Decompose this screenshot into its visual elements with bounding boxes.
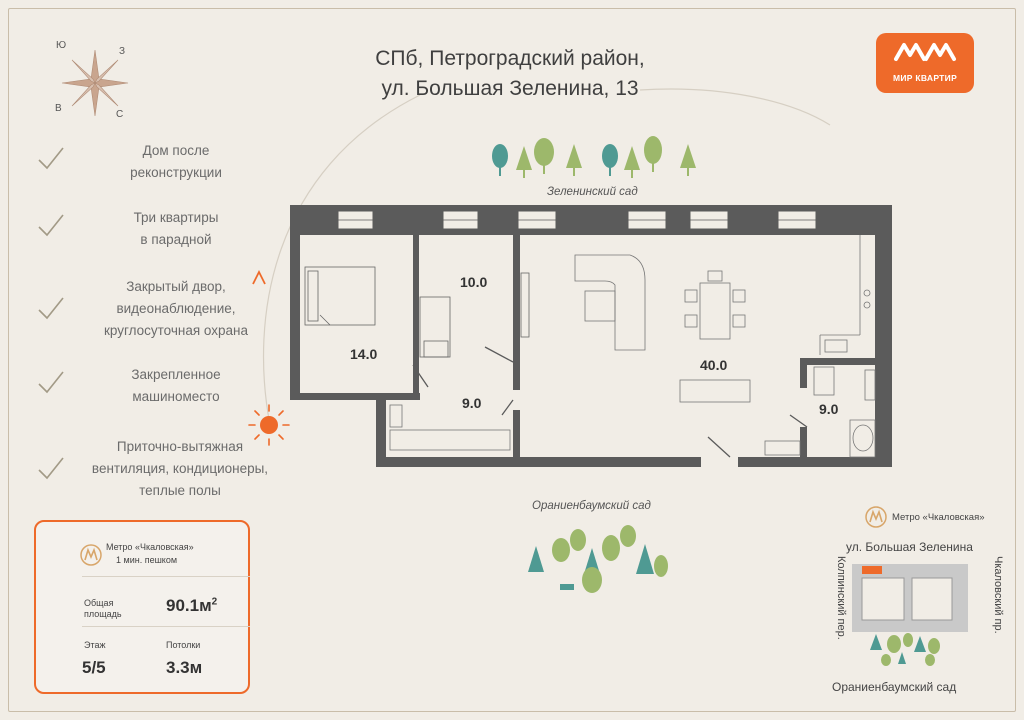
- map-metro-icon: [865, 506, 887, 528]
- map-metro-label: Метро «Чкаловская»: [892, 512, 985, 523]
- metro-icon: [80, 544, 102, 566]
- floor-value: 5/5: [82, 658, 106, 677]
- area-label: Общая: [84, 598, 114, 608]
- map-street-right: Чкаловский пр.: [992, 556, 1004, 634]
- feature-line: в парадной: [140, 232, 212, 247]
- logo-mark-icon: [894, 43, 956, 61]
- compass-west-label: В: [55, 103, 62, 114]
- feature-item-security: Закрытый двор, видеонаблюдение, круглосу…: [36, 276, 276, 338]
- checkmark-icon: [38, 214, 64, 237]
- room-area-bedroom: 14.0: [350, 346, 378, 362]
- feature-line: реконструкции: [130, 165, 222, 180]
- checkmark-icon: [38, 371, 64, 394]
- trees-bottom-icon: [528, 525, 668, 593]
- page-title: СПб, Петроградский район, ул. Большая Зе…: [330, 44, 690, 104]
- sun-icon: [248, 404, 290, 446]
- feature-item-parking: Закрепленное машиноместо: [36, 364, 276, 424]
- feature-item-three-apartments: Три квартиры в парадной: [36, 207, 276, 267]
- floor-label: Этаж: [84, 640, 106, 650]
- area-unit-sup: 2: [211, 596, 218, 608]
- room-area-hall: 9.0: [462, 395, 482, 411]
- room-area-study: 10.0: [460, 274, 488, 290]
- floor-plan: [290, 205, 892, 467]
- compass-south-label: С: [116, 109, 124, 120]
- map-street-top: ул. Большая Зеленина: [846, 540, 973, 554]
- area-value: 90.1м2: [166, 596, 217, 616]
- feature-line: Три квартиры: [133, 210, 219, 225]
- map-garden-label: Ораниенбаумский сад: [832, 680, 957, 694]
- map-street-left: Колпинский пер.: [835, 556, 847, 640]
- feature-line: машиноместо: [132, 389, 220, 404]
- compass-east-label: З: [119, 46, 126, 57]
- brand-logo: МИР КВАРТИР: [876, 33, 974, 93]
- logo-text: МИР КВАРТИР: [892, 73, 958, 83]
- divider: [82, 626, 250, 627]
- apartment-info-card: Метро «Чкаловская» 1 мин. пешком Общая п…: [34, 520, 250, 694]
- room-area-living: 40.0: [700, 357, 728, 373]
- feature-item-renovation: Дом после реконструкции: [36, 140, 276, 200]
- location-map: [852, 564, 968, 666]
- feature-line: Закрытый двор,: [126, 279, 226, 294]
- garden-bottom-label: Ораниенбаумский сад: [532, 500, 651, 512]
- feature-line: видеонаблюдение,: [116, 301, 236, 316]
- area-label: площадь: [84, 609, 122, 619]
- trees-top-icon: [492, 136, 696, 178]
- checkmark-icon: [38, 457, 64, 480]
- title-line-1: СПб, Петроградский район,: [375, 47, 645, 70]
- metro-name: Метро «Чкаловская»: [106, 542, 194, 552]
- area-number: 90.1м: [166, 596, 212, 615]
- compass-north-label: Ю: [56, 40, 67, 51]
- moon-icon: [814, 112, 843, 141]
- metro-walk: 1 мин. пешком: [116, 555, 178, 565]
- garden-top-label: Зеленинский сад: [547, 186, 638, 198]
- feature-line: Дом после: [142, 143, 210, 158]
- page-frame: [8, 8, 1016, 712]
- checkmark-icon: [38, 147, 64, 170]
- room-area-bathroom: 9.0: [819, 401, 839, 417]
- compass-rose-icon: [61, 49, 129, 117]
- feature-line: круглосуточная охрана: [103, 323, 249, 338]
- ceiling-value: 3.3м: [166, 658, 203, 677]
- feature-line: Приточно-вытяжная: [116, 439, 244, 454]
- feature-line: вентиляция, кондиционеры,: [91, 461, 269, 476]
- title-line-2: ул. Большая Зеленина, 13: [381, 77, 639, 100]
- feature-item-ventilation: Приточно-вытяжная вентиляция, кондиционе…: [36, 436, 276, 498]
- feature-line: Закрепленное: [131, 367, 221, 382]
- checkmark-icon: [38, 297, 64, 320]
- ceiling-label: Потолки: [166, 640, 201, 650]
- divider: [82, 576, 250, 577]
- feature-line: теплые полы: [139, 483, 221, 498]
